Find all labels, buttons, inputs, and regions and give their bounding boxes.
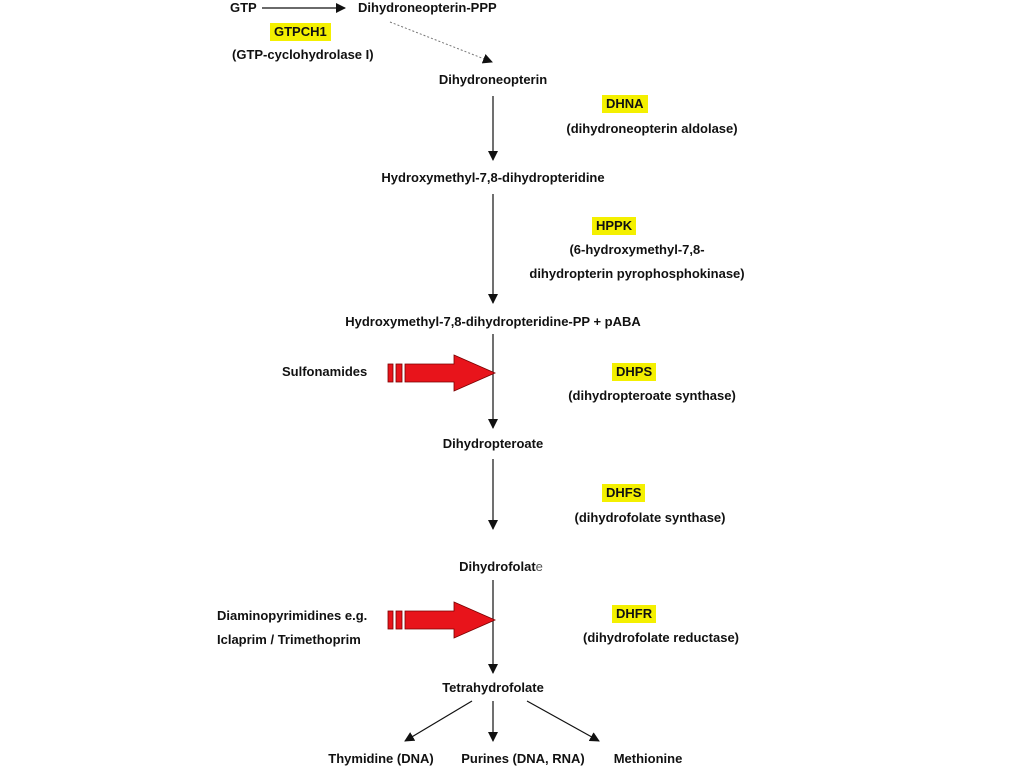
enzyme-dhfs-badge: DHFS [602,484,646,502]
compound-dihydroneopterin-ppp: Dihydroneopterin-PPP [358,0,497,15]
enzyme-dhfs-name: (dihydrofolate synthase) [574,510,726,525]
compound-dihydrofolate-text: Dihydrofolat [459,559,536,574]
product-methionine: Methionine [613,751,683,766]
compound-hydroxymethyl-dihydropteridine-pp: Hydroxymethyl-7,8-dihydropteridine-PP + … [345,314,641,329]
enzyme-dhps-name: (dihydropteroate synthase) [568,388,736,403]
arrow-thf-to-methionine [526,700,600,742]
inhibitor-sulfonamides: Sulfonamides [282,364,368,379]
enzyme-dhna-name: (dihydroneopterin aldolase) [566,121,738,136]
inhibitor-diaminopyrimidines-line1: Diaminopyrimidines e.g. [217,608,368,623]
enzyme-dhfr-badge: DHFR [612,605,657,623]
compound-dihydropteroate: Dihydropteroate [442,436,544,451]
enzyme-hppk-name-line1: (6-hydroxymethyl-7,8- [569,242,705,257]
enzyme-hppk-name-line2: dihydropterin pyrophosphokinase) [529,266,745,281]
enzyme-dhna-badge: DHNA [602,95,648,113]
arrow-dhnppp-to-dhn [389,21,493,64]
inhibitor-diaminopyrimidines-line2: Iclaprim / Trimethoprim [217,632,361,647]
enzyme-hppk-badge: HPPK [592,217,637,235]
enzyme-gtpch1-name: (GTP-cyclohydrolase I) [232,47,374,62]
compound-dihydrofolate: Dihydrofolate [459,559,543,575]
compound-tetrahydrofolate: Tetrahydrofolate [442,680,544,695]
arrow-thf-to-thymidine [404,700,473,742]
product-thymidine: Thymidine (DNA) [328,751,434,766]
diaminopyrimidines-inhibitor-arrow [387,601,496,639]
sulfonamides-inhibitor-arrow [387,354,496,392]
enzyme-dhfr-name: (dihydrofolate reductase) [582,630,740,645]
compound-dihydrofolate-suffix: e [535,559,543,574]
enzyme-gtpch1-badge: GTPCH1 [270,23,331,41]
enzyme-dhps-badge: DHPS [612,363,657,381]
product-purines: Purines (DNA, RNA) [461,751,585,766]
compound-dihydroneopterin: Dihydroneopterin [438,72,548,87]
compound-gtp: GTP [230,0,257,15]
compound-hydroxymethyl-dihydropteridine: Hydroxymethyl-7,8-dihydropteridine [381,170,605,185]
